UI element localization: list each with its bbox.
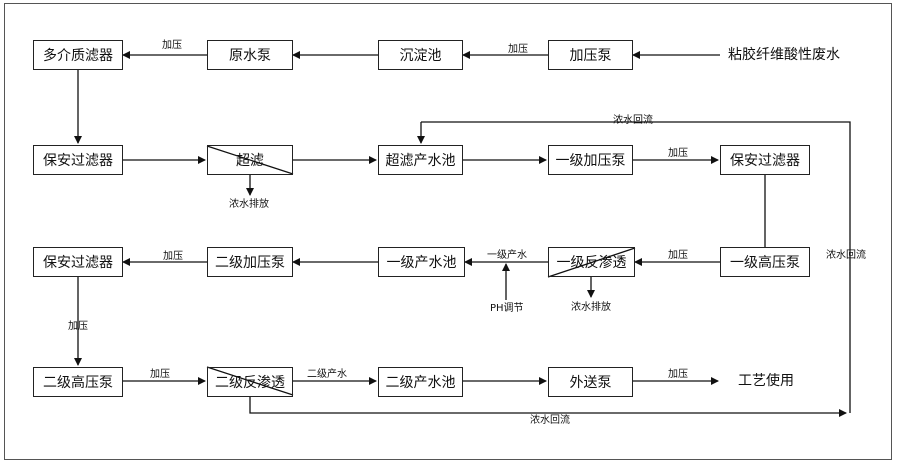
label-pressurize-hp2: 加压 (68, 321, 88, 332)
label-pressurize-rawpump: 加压 (162, 40, 182, 51)
arrow-ro2-return-bottom (249, 396, 847, 417)
label-pressurize-hp1: 加压 (668, 250, 688, 261)
ro1-diagonal (547, 247, 636, 278)
label-pressurize-stage1booster: 加压 (668, 148, 688, 159)
label-ph-adjust: PH调节 (490, 303, 524, 314)
stage2-booster-pump-box: 二级加压泵 (207, 247, 293, 277)
label-concentrate-return-bottom: 浓水回流 (530, 415, 570, 426)
label-concentrate-return-side: 浓水回流 (826, 250, 866, 261)
line-return-riser (421, 121, 851, 413)
stage2-ro-box: 二级反渗透 (207, 367, 293, 397)
raw-water-pump-box: 原水泵 (207, 40, 293, 70)
sedimentation-tank-box: 沉淀池 (378, 40, 463, 70)
multi-media-filter-box: 多介质滤器 (33, 40, 123, 70)
stage2-hp-pump-box: 二级高压泵 (33, 367, 123, 397)
label-concentrate-return-top: 浓水回流 (613, 115, 653, 126)
stage2-product-tank-box: 二级产水池 (378, 367, 463, 397)
stage1-booster-pump-box: 一级加压泵 (548, 145, 633, 175)
uf-diagonal (206, 145, 294, 175)
transfer-pump-box: 外送泵 (548, 367, 633, 397)
label-pressurize-output: 加压 (668, 369, 688, 380)
uf-product-tank-box: 超滤产水池 (378, 145, 463, 175)
label-ro1-concentrate-discharge: 浓水排放 (571, 302, 611, 313)
label-stage1-product-water: 一级产水 (487, 250, 527, 261)
security-filter-1-box: 保安过滤器 (33, 145, 123, 175)
source-text: 粘胶纤维酸性废水 (728, 47, 840, 63)
stage1-product-tank-box: 一级产水池 (378, 247, 465, 277)
label-pressurize-booster: 加压 (508, 44, 528, 55)
stage1-ro-box: 一级反渗透 (548, 247, 635, 277)
label-pressurize-ro2: 加压 (150, 369, 170, 380)
stage1-hp-pump-box: 一级高压泵 (720, 247, 810, 277)
ultrafiltration-box: 超滤 (207, 145, 293, 175)
label-uf-concentrate-discharge: 浓水排放 (229, 199, 269, 210)
security-filter-2-box: 保安过滤器 (720, 145, 810, 175)
diagram-frame (4, 3, 892, 460)
booster-pump-box: 加压泵 (548, 40, 633, 70)
ro2-diagonal (206, 366, 294, 396)
output-text: 工艺使用 (738, 373, 794, 389)
label-stage2-product-water: 二级产水 (307, 369, 347, 380)
security-filter-3-box: 保安过滤器 (33, 247, 123, 277)
label-pressurize-security3: 加压 (163, 251, 183, 262)
